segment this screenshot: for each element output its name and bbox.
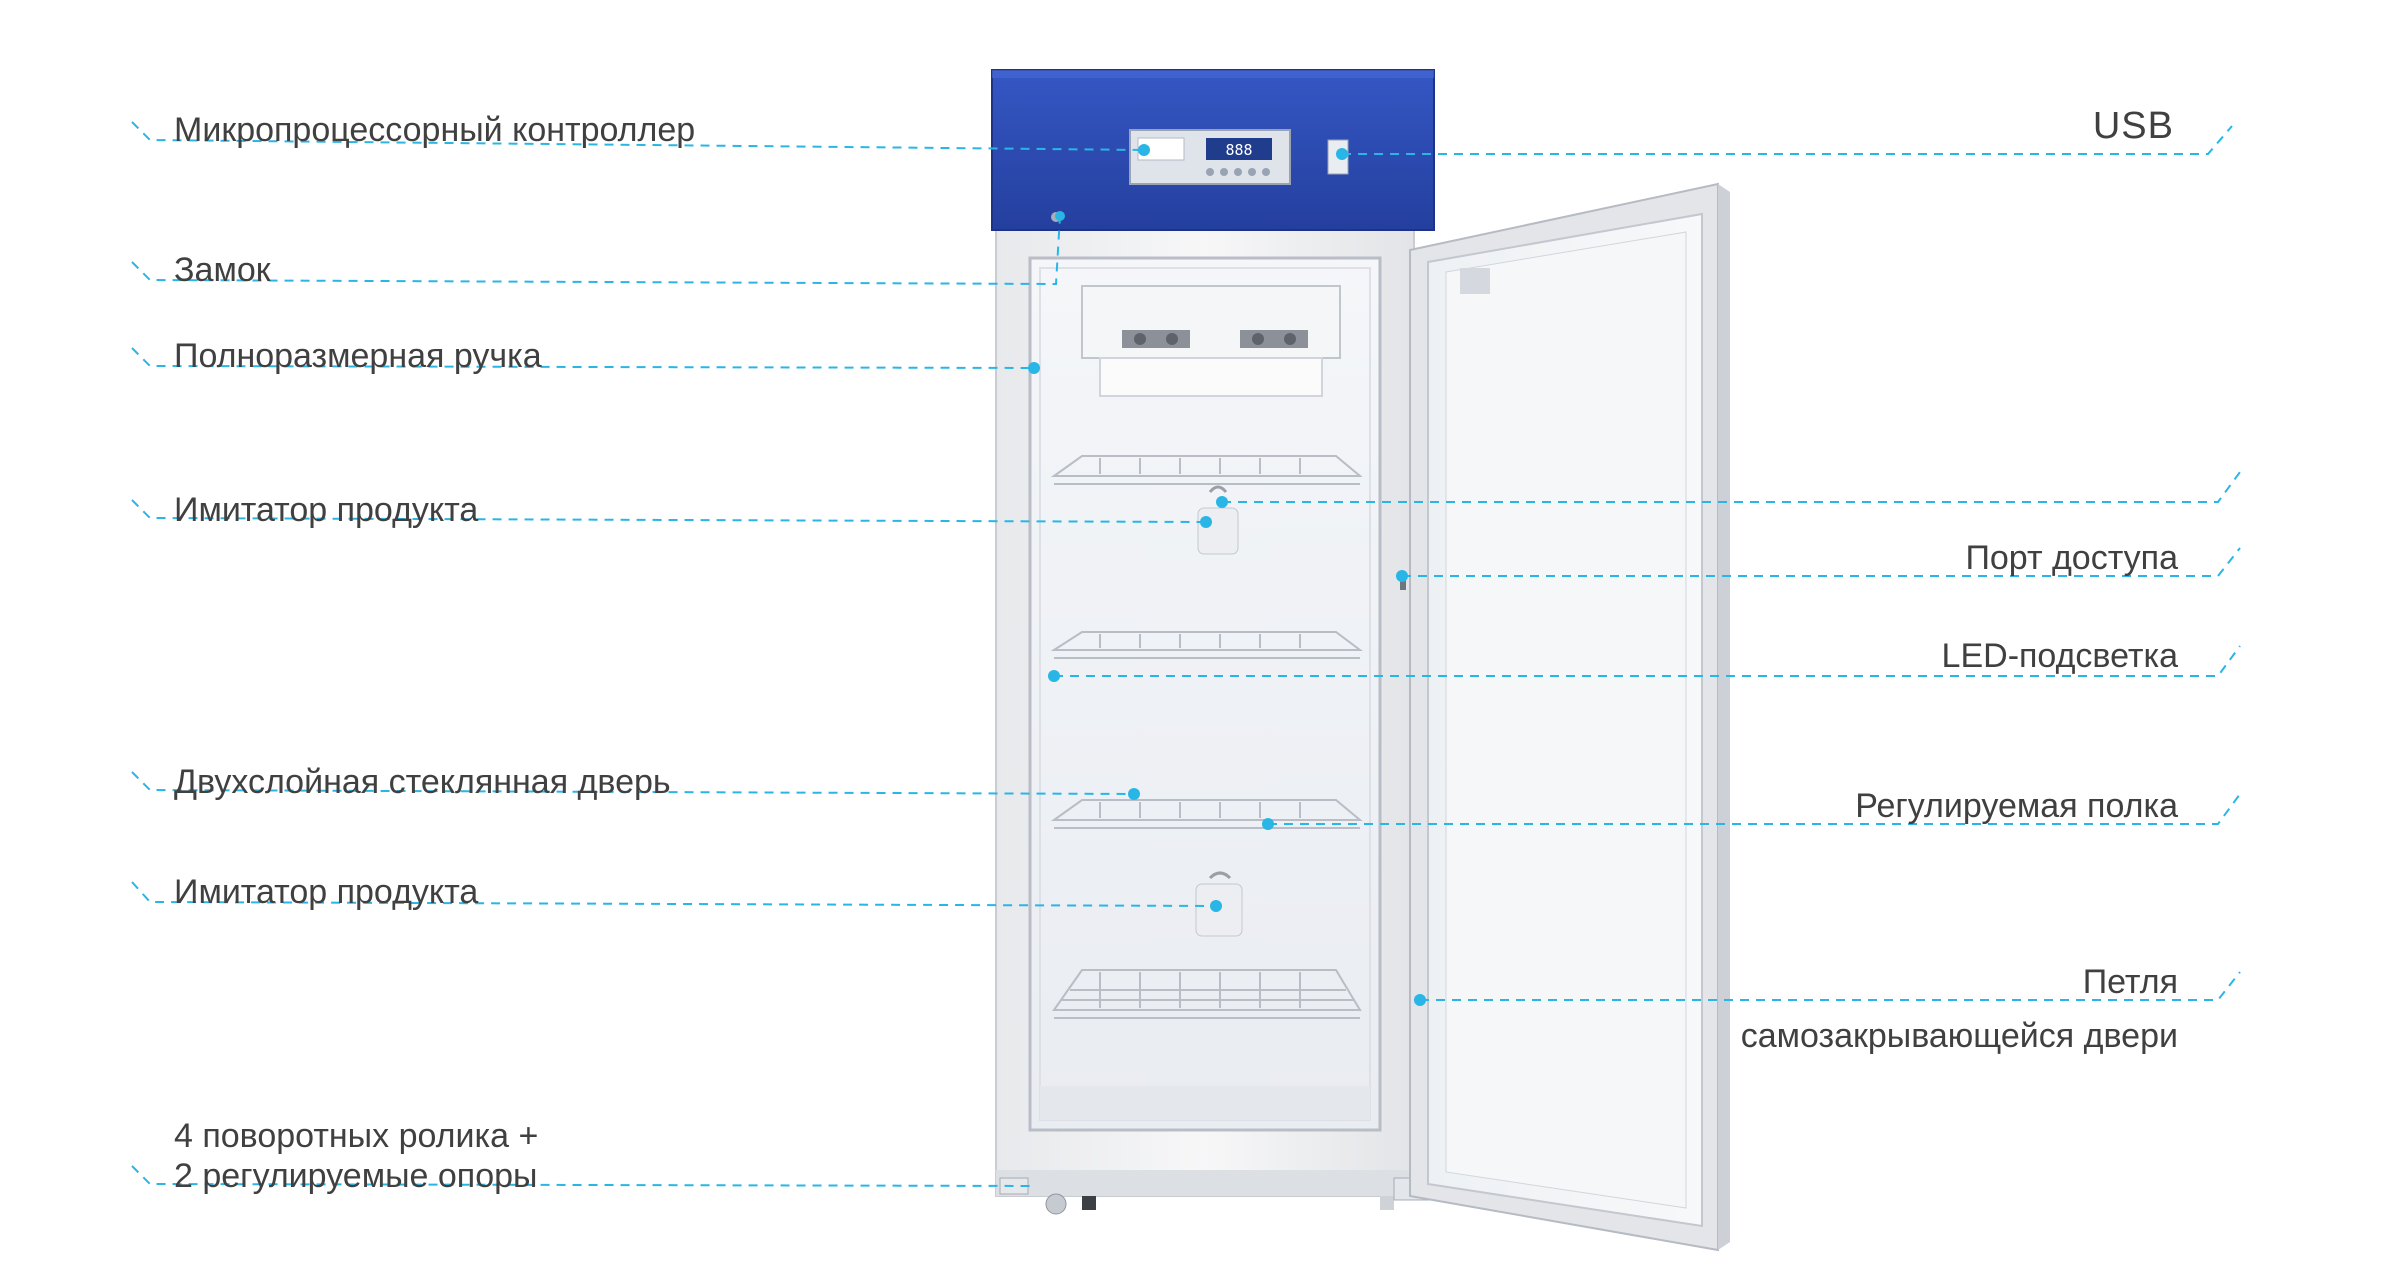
label-handle: Полноразмерная ручка xyxy=(174,337,542,375)
label-casters-line2: 2 регулируемые опоры xyxy=(174,1157,538,1195)
leader-hinge xyxy=(1420,971,2241,1001)
label-simulator-top: Имитатор продукта xyxy=(174,491,479,529)
leader-lines xyxy=(131,121,2241,1187)
fan-unit xyxy=(1081,285,1341,397)
leader-lock xyxy=(131,215,1061,286)
controller-display-value: 888 xyxy=(1225,141,1252,159)
leader-simulator-hook xyxy=(1222,471,2241,503)
label-simulator-bottom: Имитатор продукта xyxy=(174,873,479,911)
leader-access-port xyxy=(1402,547,2241,577)
leader-glass-door xyxy=(131,771,1135,795)
label-shelf: Регулируемая полка xyxy=(1855,787,2178,825)
label-access-port: Порт доступа xyxy=(1965,539,2178,577)
leader-dots xyxy=(1028,144,1426,1006)
leader-handle xyxy=(131,347,1035,369)
label-led: LED-подсветка xyxy=(1941,637,2178,675)
fan-icon xyxy=(1122,330,1190,348)
label-usb: USB xyxy=(2092,105,2174,147)
leader-usb xyxy=(1342,125,2233,155)
leader-simulator-top xyxy=(131,499,1207,523)
leader-simulator-bottom xyxy=(131,881,1217,907)
leader-led xyxy=(1054,645,2241,677)
leader-controller xyxy=(131,121,1145,151)
label-glass-door: Двухслойная стеклянная дверь xyxy=(174,763,671,801)
label-controller: Микропроцессорный контроллер xyxy=(174,111,696,149)
shelf xyxy=(1050,455,1363,485)
label-casters-line1: 4 поворотных ролика + xyxy=(174,1117,539,1155)
fan-icon xyxy=(1240,330,1308,348)
leader-casters xyxy=(131,1165,1035,1187)
shelf xyxy=(1050,631,1363,659)
shelf xyxy=(1050,799,1363,829)
casters xyxy=(999,1177,1394,1215)
glass-door[interactable] xyxy=(1409,182,1730,1252)
leader-shelf xyxy=(1268,793,2241,825)
label-hinge-line1: Петля xyxy=(2082,963,2178,1001)
label-hinge-line2: самозакрывающейся двери xyxy=(1740,1017,2178,1055)
controller-panel[interactable]: 888 xyxy=(1129,129,1291,185)
label-lock: Замок xyxy=(174,251,271,289)
shelf xyxy=(1052,969,1362,1019)
